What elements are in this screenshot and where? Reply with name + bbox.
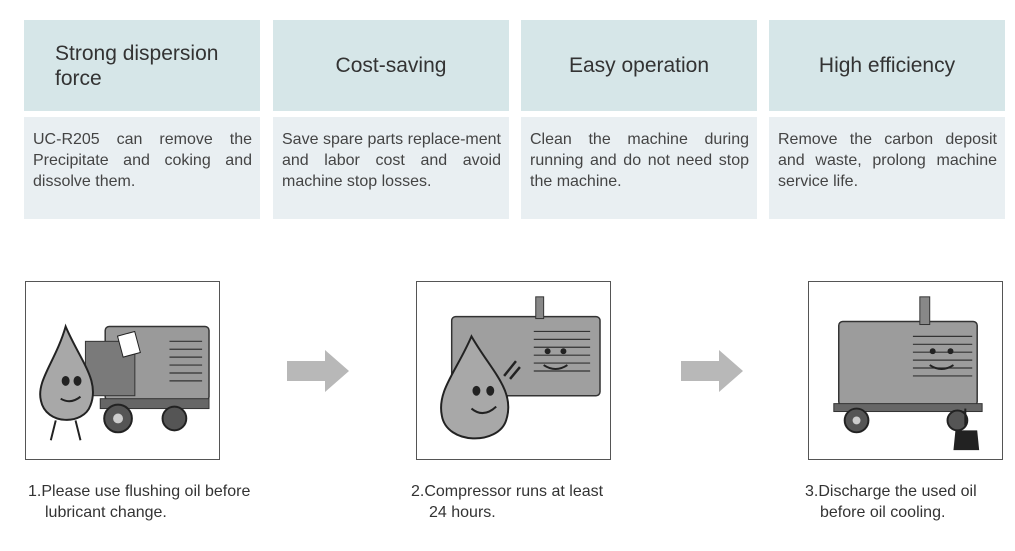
step-2-illustration — [416, 281, 611, 460]
feature-title: Easy operation — [521, 20, 757, 111]
feature-description: Remove the carbon deposit and waste, pro… — [769, 117, 1005, 219]
caption-line: 1.Please use flushing oil before — [28, 483, 251, 500]
step-3-illustration — [808, 281, 1003, 460]
feature-title: Strong dispersion force — [24, 20, 260, 111]
caption-line: before oil cooling. — [820, 504, 946, 521]
step-1-illustration — [25, 281, 220, 460]
feature-card-dispersion: Strong dispersion force UC-R205 can remo… — [24, 20, 260, 219]
right-arrow-icon — [287, 350, 349, 392]
step-1-caption: 1.Please use flushing oil before lubrica… — [28, 481, 250, 523]
feature-title: High efficiency — [769, 20, 1005, 111]
feature-description: Save spare parts replace-ment and labor … — [273, 117, 509, 219]
caption-line: 3.Discharge the used oil — [805, 483, 977, 500]
feature-description: Clean the machine during running and do … — [521, 117, 757, 219]
caption-line: lubricant change. — [45, 504, 167, 521]
step-2-caption: 2.Compressor runs at least 24 hours. — [411, 481, 603, 523]
feature-card-easy-operation: Easy operation Clean the machine during … — [521, 20, 757, 219]
feature-title: Cost-saving — [273, 20, 509, 111]
compressor-draining-oil-icon — [833, 296, 983, 451]
oil-drop-mascot-victory-icon — [440, 296, 601, 440]
oil-drop-mascot-with-compressor-icon — [39, 323, 210, 441]
right-arrow-icon — [681, 350, 743, 392]
feature-card-cost-saving: Cost-saving Save spare parts replace-men… — [273, 20, 509, 219]
step-3-caption: 3.Discharge the used oil before oil cool… — [805, 481, 977, 523]
caption-line: 24 hours. — [429, 504, 496, 521]
caption-line: 2.Compressor runs at least — [411, 483, 604, 500]
feature-card-high-efficiency: High efficiency Remove the carbon deposi… — [769, 20, 1005, 219]
feature-description: UC-R205 can remove the Precipitate and c… — [24, 117, 260, 219]
